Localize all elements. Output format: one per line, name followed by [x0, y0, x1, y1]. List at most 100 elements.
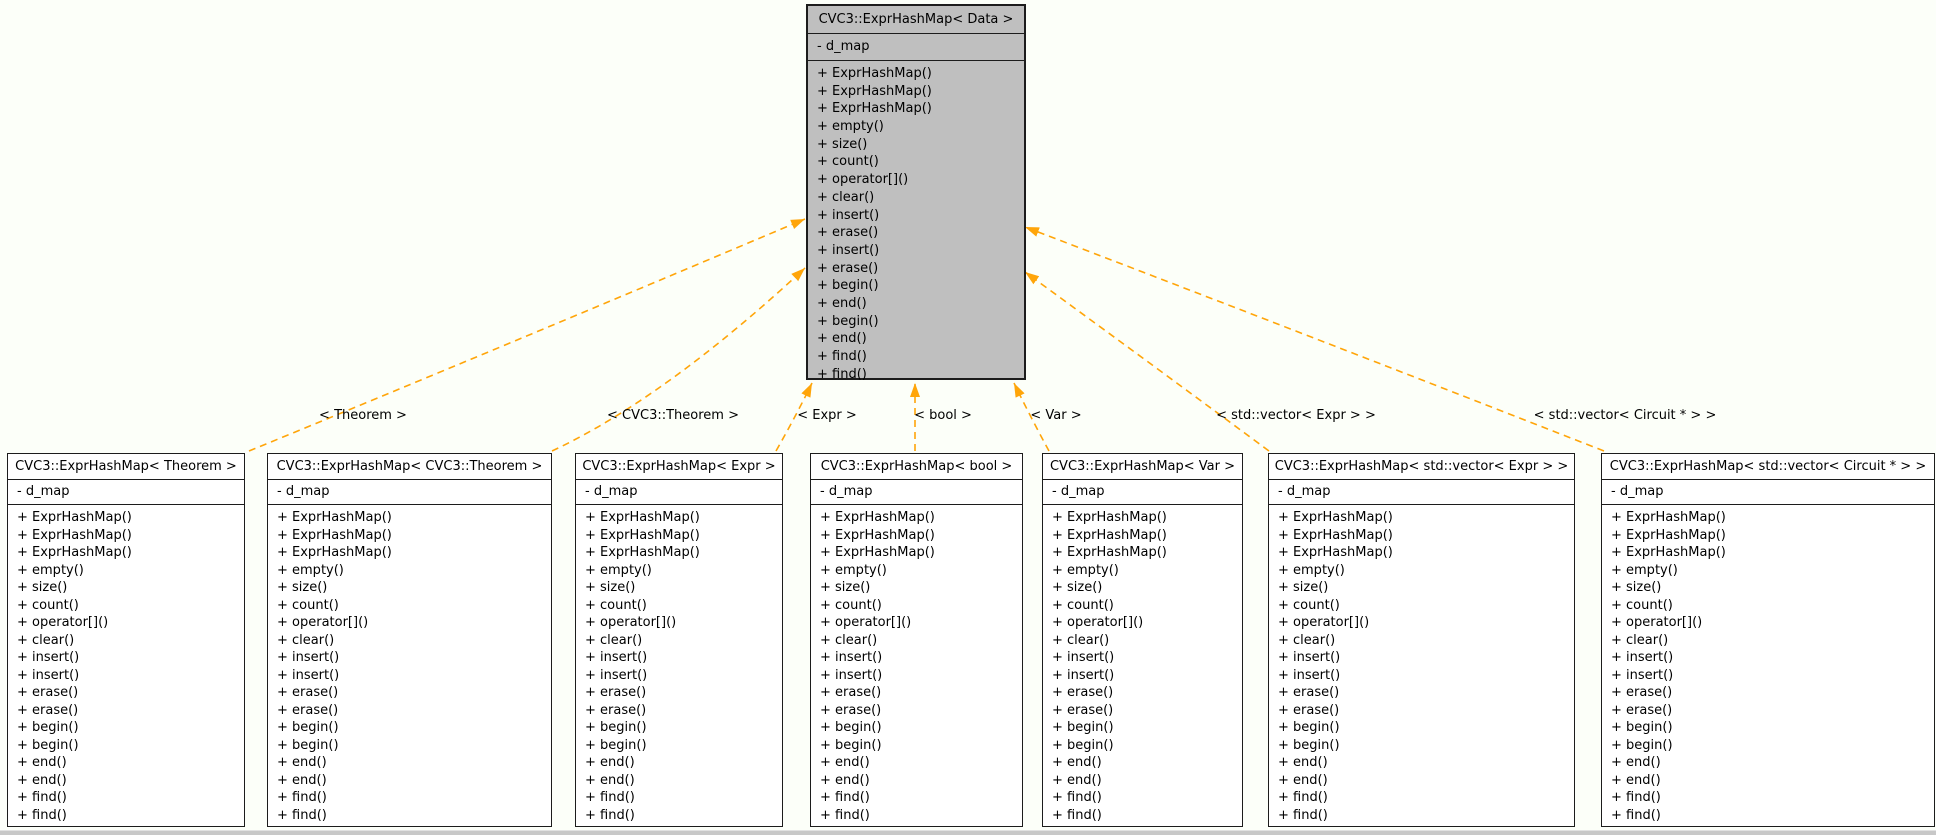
method-item: + size() [1611, 580, 1662, 595]
method-item: + size() [1278, 580, 1329, 595]
method-item: + find() [820, 790, 870, 805]
method-item: + erase() [820, 702, 882, 718]
method-item: + end() [1611, 755, 1661, 770]
class-box-var[interactable]: CVC3::ExprHashMap< Var > - d_map + ExprH… [1042, 453, 1243, 827]
method-item: + begin() [817, 278, 879, 294]
method-item: + clear() [1611, 632, 1669, 648]
method-item: + erase() [1278, 702, 1340, 718]
method-item: + end() [585, 772, 635, 788]
method-item: + begin() [1278, 720, 1340, 735]
template-edge-vector-expr [1024, 271, 1270, 452]
method-item: + find() [17, 807, 67, 823]
class-attribute: - d_map [808, 34, 1024, 61]
method-item: + ExprHashMap() [1278, 510, 1393, 525]
edge-label-theorem: < Theorem > [319, 408, 407, 423]
method-item: + ExprHashMap() [1278, 527, 1393, 543]
method-item: + erase() [1278, 685, 1340, 700]
method-item: + find() [585, 807, 635, 823]
method-item: + ExprHashMap() [277, 510, 392, 525]
method-item: + empty() [1611, 562, 1678, 578]
method-item: + end() [277, 772, 327, 788]
method-item: + begin() [585, 737, 647, 753]
class-box-bool[interactable]: CVC3::ExprHashMap< bool > - d_map + Expr… [810, 453, 1023, 827]
method-item: + end() [1611, 772, 1661, 788]
method-item: + ExprHashMap() [1278, 545, 1393, 560]
method-item: + insert() [17, 667, 80, 683]
method-item: + count() [585, 597, 647, 613]
class-box-base-exprhashmap-data[interactable]: CVC3::ExprHashMap< Data > - d_map + Expr… [806, 4, 1026, 382]
method-item: + ExprHashMap() [1052, 510, 1167, 525]
method-item: + ExprHashMap() [817, 66, 932, 81]
class-methods: + ExprHashMap()+ ExprHashMap()+ ExprHash… [576, 505, 782, 824]
method-item: + begin() [1052, 737, 1114, 753]
method-item: + end() [817, 331, 867, 347]
class-methods: + ExprHashMap()+ ExprHashMap()+ ExprHash… [268, 505, 551, 824]
class-attribute: - d_map [1269, 480, 1574, 505]
class-box-cvc3-theorem[interactable]: CVC3::ExprHashMap< CVC3::Theorem > - d_m… [267, 453, 552, 827]
method-item: + operator[]() [277, 615, 369, 630]
class-box-expr[interactable]: CVC3::ExprHashMap< Expr > - d_map + Expr… [575, 453, 783, 827]
method-item: + insert() [1052, 650, 1115, 665]
method-item: + ExprHashMap() [277, 527, 392, 543]
class-title: CVC3::ExprHashMap< CVC3::Theorem > [268, 454, 551, 480]
method-item: + operator[]() [820, 615, 912, 630]
method-item: + operator[]() [1052, 615, 1144, 630]
method-item: + empty() [277, 562, 344, 578]
method-item: + insert() [585, 650, 648, 665]
class-box-vector-circuit-ptr[interactable]: CVC3::ExprHashMap< std::vector< Circuit … [1601, 453, 1935, 827]
method-item: + find() [1611, 807, 1661, 823]
method-item: + ExprHashMap() [817, 83, 932, 99]
method-item: + begin() [17, 720, 79, 735]
method-item: + find() [1052, 807, 1102, 823]
method-item: + begin() [277, 737, 339, 753]
edge-label-cvc3-theorem: < CVC3::Theorem > [607, 408, 739, 423]
method-item: + insert() [817, 207, 880, 223]
class-box-vector-expr[interactable]: CVC3::ExprHashMap< std::vector< Expr > >… [1268, 453, 1575, 827]
method-item: + clear() [1278, 632, 1336, 648]
method-item: + insert() [585, 667, 648, 683]
method-item: + find() [1278, 807, 1328, 823]
method-item: + ExprHashMap() [17, 510, 132, 525]
class-title: CVC3::ExprHashMap< Expr > [576, 454, 782, 480]
method-item: + begin() [1611, 720, 1673, 735]
method-item: + clear() [820, 632, 878, 648]
method-item: + size() [820, 580, 871, 595]
method-item: + empty() [585, 562, 652, 578]
method-item: + operator[]() [817, 172, 909, 188]
method-item: + ExprHashMap() [1611, 510, 1726, 525]
method-item: + ExprHashMap() [820, 527, 935, 543]
method-item: + find() [585, 790, 635, 805]
method-item: + insert() [1278, 667, 1341, 683]
method-item: + begin() [1611, 737, 1673, 753]
method-item: + erase() [820, 685, 882, 700]
method-item: + find() [1611, 790, 1661, 805]
method-item: + size() [277, 580, 328, 595]
method-item: + empty() [820, 562, 887, 578]
method-item: + erase() [17, 702, 79, 718]
method-item: + empty() [1278, 562, 1345, 578]
method-item: + count() [820, 597, 882, 613]
method-item: + size() [17, 580, 68, 595]
method-item: + begin() [820, 720, 882, 735]
class-methods: + ExprHashMap()+ ExprHashMap()+ ExprHash… [1602, 505, 1934, 824]
method-item: + insert() [1052, 667, 1115, 683]
method-item: + erase() [1611, 685, 1673, 700]
method-item: + clear() [277, 632, 335, 648]
class-box-theorem[interactable]: CVC3::ExprHashMap< Theorem > - d_map + E… [7, 453, 245, 827]
class-title: CVC3::ExprHashMap< Var > [1043, 454, 1242, 480]
method-item: + end() [820, 772, 870, 788]
method-item: + find() [817, 366, 867, 382]
method-item: + ExprHashMap() [820, 510, 935, 525]
method-item: + erase() [1611, 702, 1673, 718]
method-item: + find() [1278, 790, 1328, 805]
method-item: + operator[]() [17, 615, 109, 630]
method-item: + erase() [277, 685, 339, 700]
method-item: + operator[]() [1611, 615, 1703, 630]
method-item: + insert() [1278, 650, 1341, 665]
method-item: + find() [277, 790, 327, 805]
method-item: + find() [17, 790, 67, 805]
method-item: + ExprHashMap() [820, 545, 935, 560]
method-item: + clear() [17, 632, 75, 648]
class-methods: + ExprHashMap() + ExprHashMap() + ExprHash… [1269, 505, 1574, 824]
